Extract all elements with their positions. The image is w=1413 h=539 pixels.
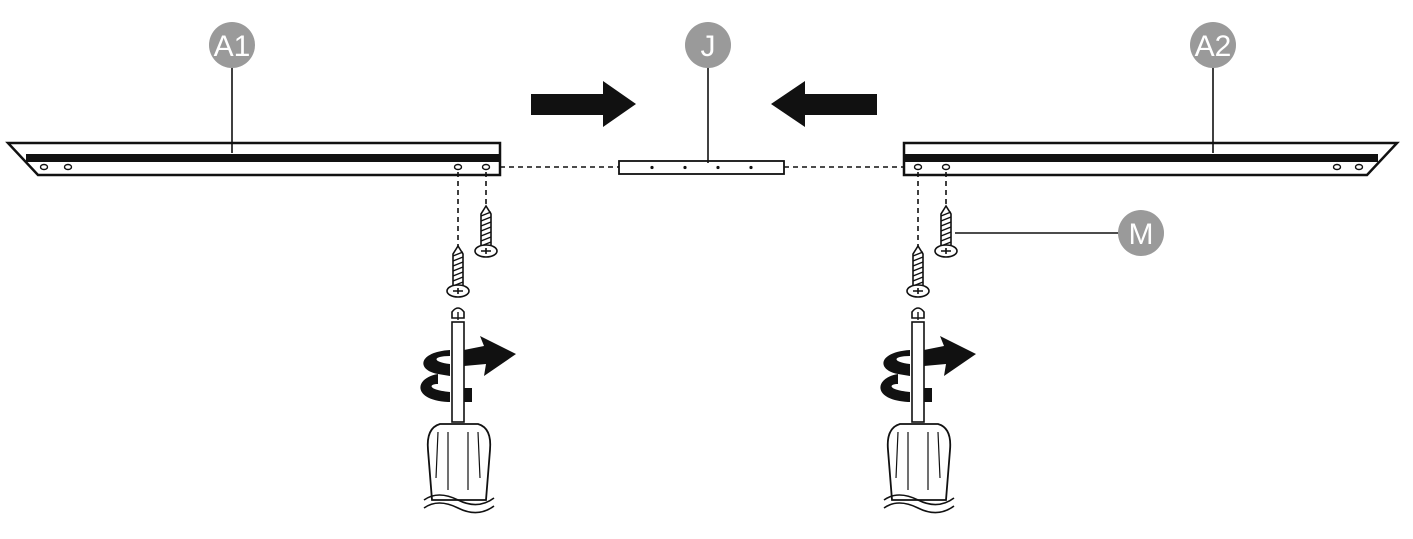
rail-a2-holes [913, 163, 1364, 171]
label-a2-text: A2 [1195, 30, 1232, 63]
label-a1: A1 [209, 22, 255, 153]
connector-plate-j [618, 160, 785, 175]
label-a1-text: A1 [214, 30, 251, 63]
rail-a1 [5, 141, 502, 177]
screw-icon [934, 205, 958, 258]
label-m-text: M [1129, 218, 1154, 251]
arrow-left-icon [771, 81, 877, 127]
label-j-text: J [701, 30, 716, 63]
label-j: J [685, 22, 731, 163]
screw-icon [446, 245, 470, 298]
label-m: M [955, 210, 1164, 256]
screwdriver-icon [419, 307, 517, 514]
screwdriver-icon [879, 307, 977, 514]
screw-icon [474, 205, 498, 258]
rail-a2 [902, 141, 1400, 177]
arrow-right-icon [531, 81, 636, 127]
screw-icon [906, 245, 930, 298]
rail-a1-holes [39, 163, 491, 171]
label-a2: A2 [1190, 22, 1236, 153]
